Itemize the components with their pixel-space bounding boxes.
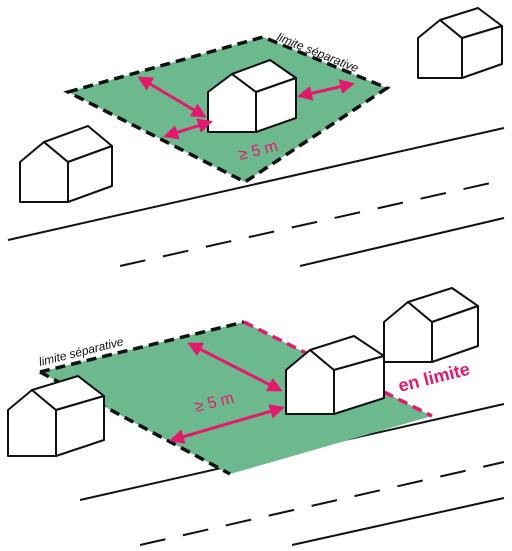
bottom-arrow-back (187, 342, 283, 392)
top-arrow-front (163, 118, 213, 140)
bottom-house-front (285, 335, 385, 415)
top-arrow-right (297, 79, 355, 101)
bottom-house-back (383, 287, 479, 363)
top-road-edge-far (299, 217, 505, 267)
bottom-arrows (169, 342, 285, 444)
top-scheme: limite séparative ≥ 5 m (7, 7, 505, 267)
bottom-road-centerline (139, 461, 505, 546)
top-house-center (207, 59, 297, 133)
bottom-arrow-front (169, 404, 285, 444)
bottom-house-left (7, 375, 105, 457)
top-house-right (417, 7, 503, 79)
bottom-limit-back (39, 320, 245, 374)
bottom-road-edge-far (291, 497, 505, 546)
bottom-lot (40, 322, 432, 474)
bottom-limit-right-bottom (383, 390, 433, 418)
top-arrows (137, 76, 355, 140)
on-limit-label: en limite (396, 359, 472, 396)
top-road (7, 127, 505, 267)
top-house-left (19, 125, 113, 203)
top-arrow-left (137, 76, 207, 118)
top-road-centerline (119, 179, 505, 267)
top-road-edge-near (7, 127, 505, 241)
bottom-scheme: limite séparative ≥ 5 m en limite (7, 287, 505, 546)
